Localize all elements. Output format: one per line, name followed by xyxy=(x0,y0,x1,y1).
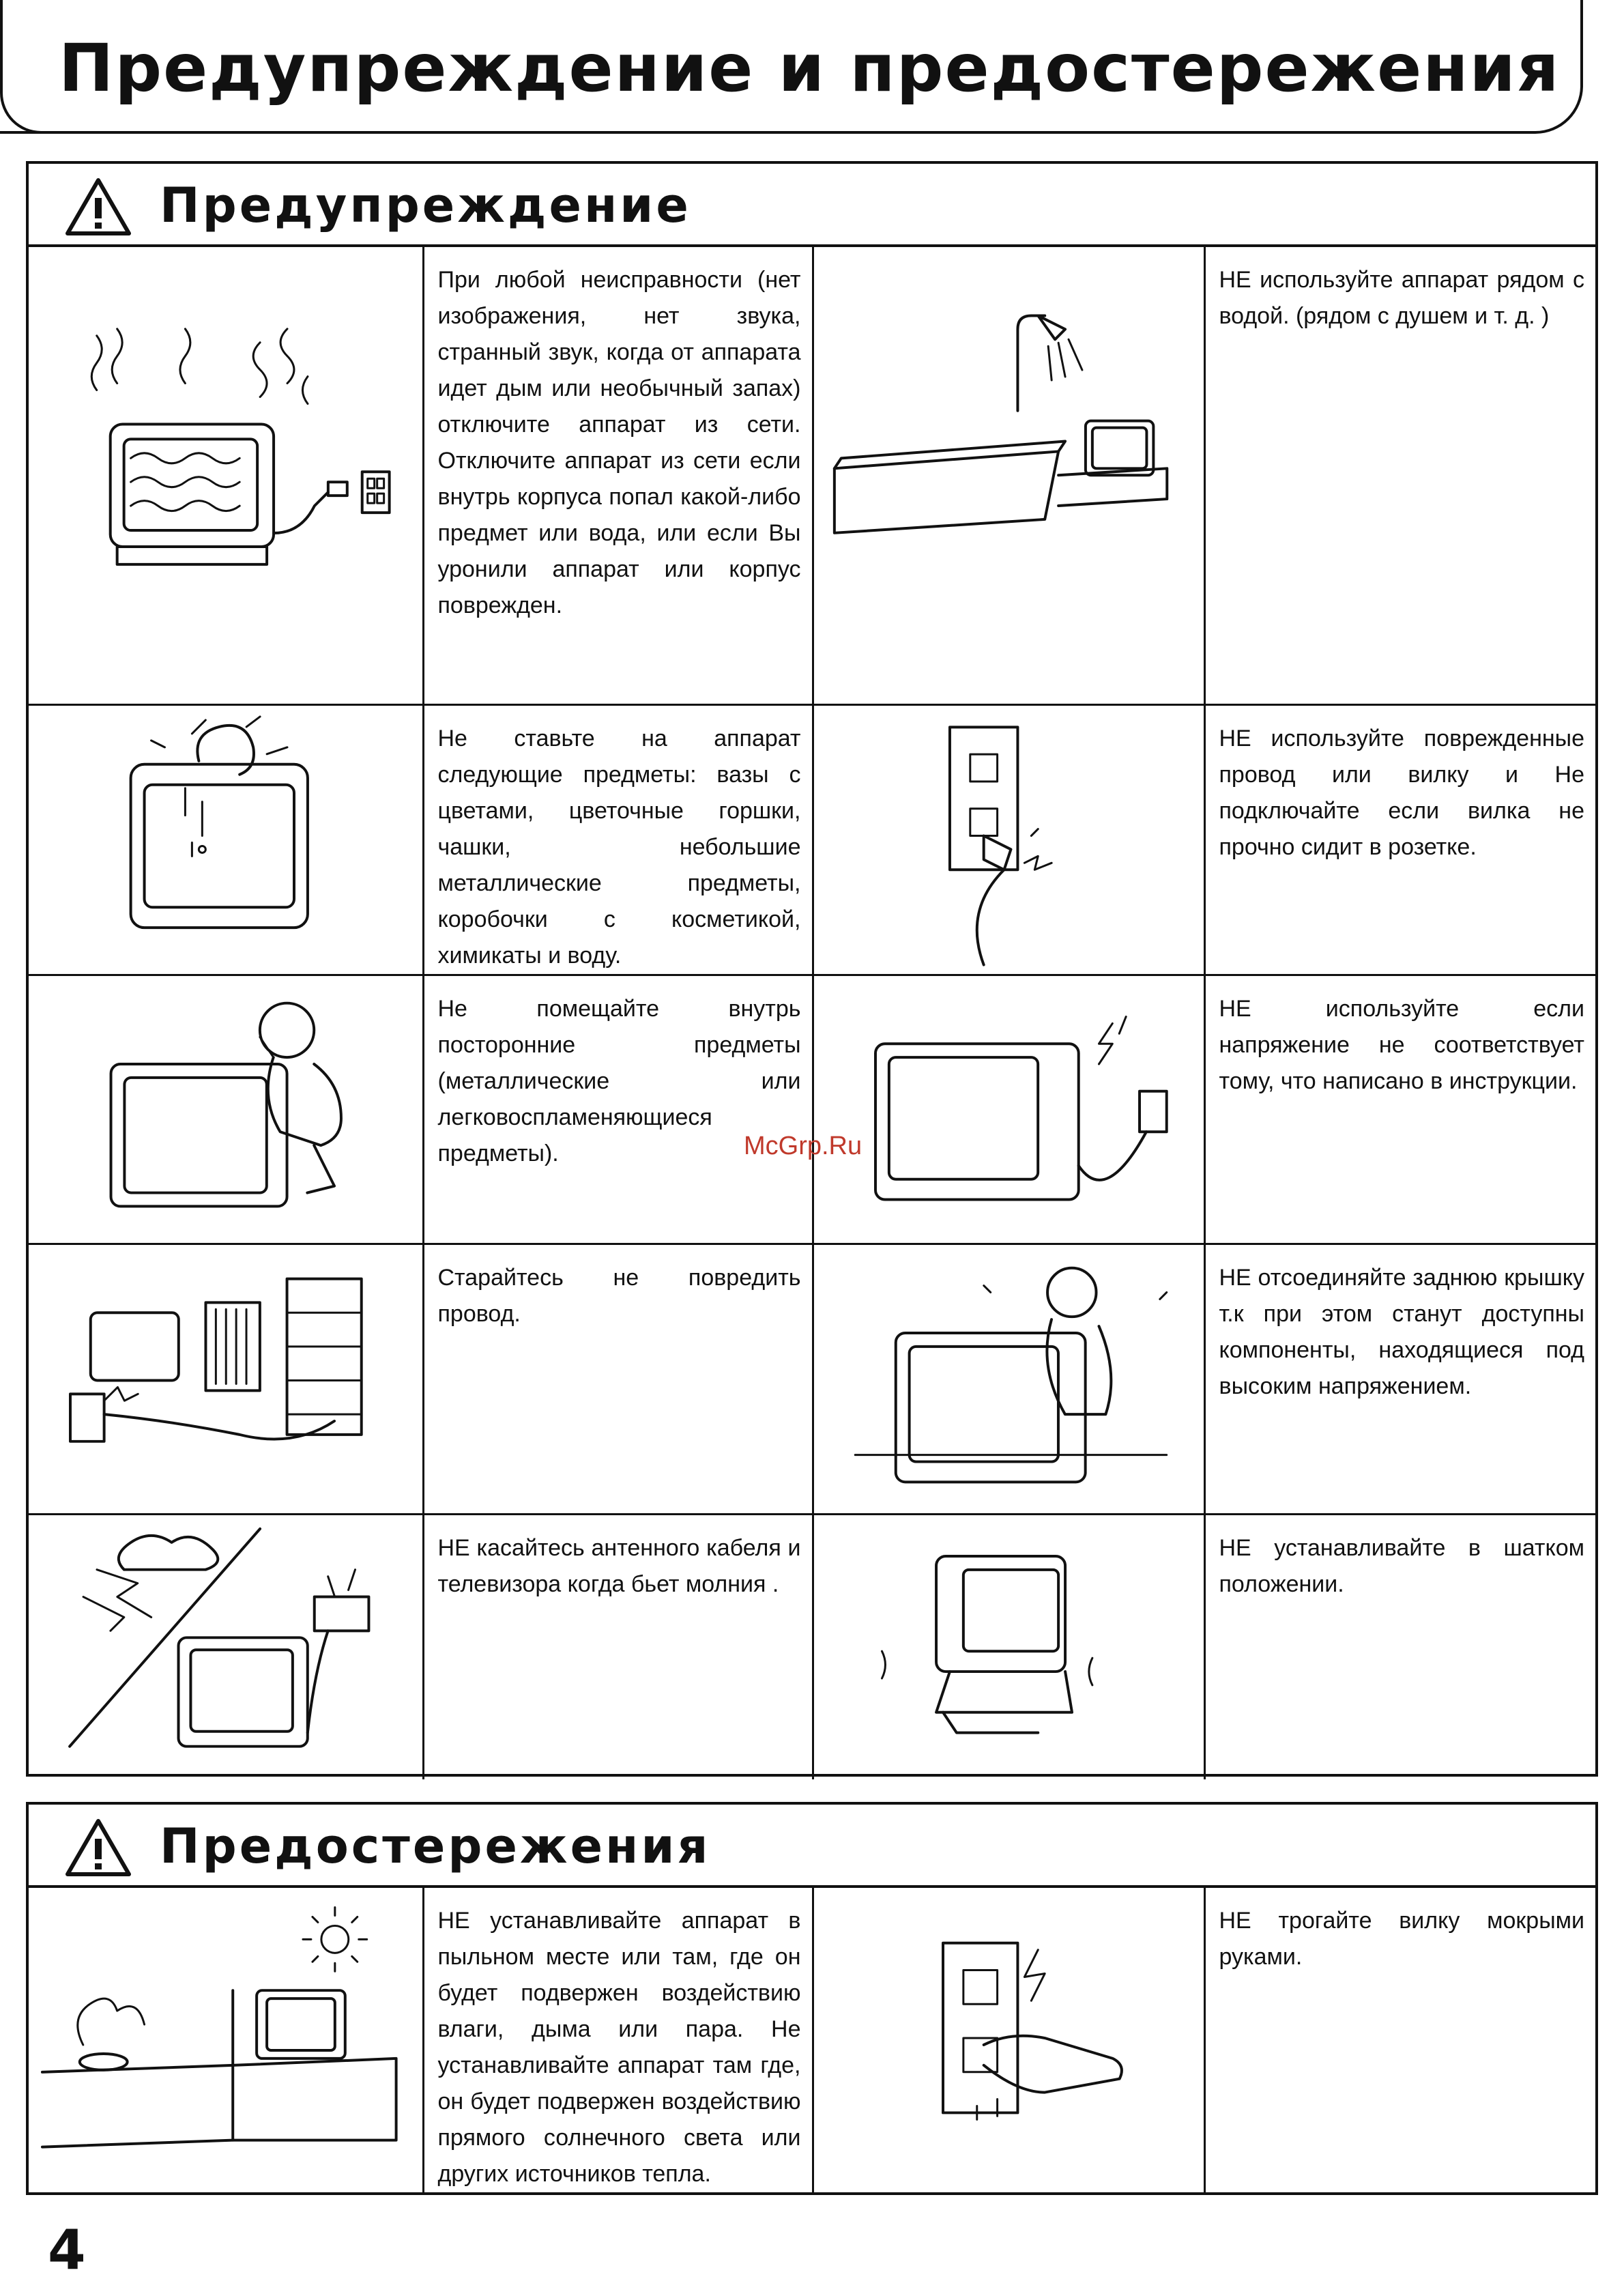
warning-item-text: Старайтесь не повредить провод. xyxy=(437,1264,801,1327)
warning-image-9 xyxy=(29,1512,424,1779)
back-cover-icon xyxy=(854,1266,1168,1483)
caution-grid: НЕ устанавливайте аппарат в пыльном мест… xyxy=(29,1888,1595,2192)
warning-text-5: Не помещайте внутрь посторонние предметы… xyxy=(422,973,814,1245)
voltage-tv-icon xyxy=(873,1015,1168,1201)
warning-text-9: НЕ касайтесь антенного кабеля и телевизо… xyxy=(422,1512,814,1779)
cord-damage-icon xyxy=(68,1277,363,1443)
child-tv-icon xyxy=(109,1001,343,1207)
caution-section: Предостережения НЕ устанавливайте аппара… xyxy=(26,1802,1598,2195)
warning-image-1 xyxy=(29,247,424,706)
warning-section: Предупреждение При любой неисправнос xyxy=(26,161,1598,1779)
warning-text-1: При любой неисправности (нет изображения… xyxy=(422,247,814,706)
bathtub-tv-icon xyxy=(832,314,1168,534)
smoking-tv-icon xyxy=(90,328,391,566)
warning-text-10: НЕ устанавливайте в шатком положении. xyxy=(1203,1512,1595,1779)
warning-title: Предупреждение xyxy=(160,177,691,233)
warning-item-text: НЕ отсоединяйте заднюю крышку т.к при эт… xyxy=(1219,1264,1585,1399)
warning-text-7: Старайтесь не повредить провод. xyxy=(422,1242,814,1515)
warning-item-text: НЕ используйте если напряжение не соотве… xyxy=(1219,995,1585,1094)
warning-image-4 xyxy=(811,703,1206,976)
caution-image-1 xyxy=(29,1888,424,2192)
header-frame xyxy=(0,0,41,134)
warning-item-text: Не ставьте на аппарат следующие предметы… xyxy=(437,725,801,969)
warning-grid: При любой неисправности (нет изображения… xyxy=(29,247,1595,1779)
caution-item-text: НЕ трогайте вилку мокрыми руками. xyxy=(1219,1908,1585,1970)
warning-item-text: При любой неисправности (нет изображения… xyxy=(437,267,801,618)
caution-triangle-icon xyxy=(66,1819,131,1876)
warning-image-7 xyxy=(29,1242,424,1515)
watermark: McGrp.Ru xyxy=(744,1132,862,1160)
page-header: Предупреждение и предостережения xyxy=(0,0,1583,134)
warning-item-text: Не помещайте внутрь посторонние предметы… xyxy=(437,995,801,1166)
warning-image-10 xyxy=(811,1512,1206,1779)
caution-image-2 xyxy=(811,1888,1206,2192)
warning-triangle-icon xyxy=(66,178,131,235)
warning-text-3: Не ставьте на аппарат следующие предметы… xyxy=(422,703,814,976)
page-title: Предупреждение и предостережения xyxy=(59,30,1561,106)
vase-on-tv-icon xyxy=(129,715,309,929)
wet-hand-plug-icon xyxy=(941,1941,1123,2121)
kitchen-tv-icon xyxy=(40,1906,398,2149)
lightning-tv-icon xyxy=(68,1527,371,1748)
caution-header: Предостережения xyxy=(29,1805,1595,1888)
caution-text-1: НЕ устанавливайте аппарат в пыльном мест… xyxy=(422,1888,814,2192)
warning-text-2: НЕ используйте аппарат рядом с водой. (р… xyxy=(1203,247,1595,706)
warning-image-6 xyxy=(811,973,1206,1245)
warning-image-5 xyxy=(29,973,424,1245)
warning-image-2 xyxy=(811,247,1206,706)
caution-item-text: НЕ устанавливайте аппарат в пыльном мест… xyxy=(437,1908,801,2187)
warning-item-text: НЕ устанавливайте в шатком положении. xyxy=(1219,1534,1585,1597)
warning-text-6: НЕ используйте если напряжение не соотве… xyxy=(1203,973,1595,1245)
damaged-plug-icon xyxy=(948,725,1053,966)
warning-image-8 xyxy=(811,1242,1206,1515)
warning-text-8: НЕ отсоединяйте заднюю крышку т.к при эт… xyxy=(1203,1242,1595,1515)
caution-text-2: НЕ трогайте вилку мокрыми руками. xyxy=(1203,1888,1595,2192)
warning-item-text: НЕ используйте аппарат рядом с водой. (р… xyxy=(1219,267,1585,329)
warning-header: Предупреждение xyxy=(29,164,1595,247)
page-number: 4 xyxy=(48,2218,86,2282)
warning-item-text: НЕ используйте поврежденные провод или в… xyxy=(1219,725,1585,860)
unstable-tv-icon xyxy=(880,1554,1093,1734)
warning-item-text: НЕ касайтесь антенного кабеля и телевизо… xyxy=(437,1534,801,1597)
warning-image-3 xyxy=(29,703,424,976)
caution-title: Предостережения xyxy=(160,1818,711,1874)
warning-text-4: НЕ используйте поврежденные провод или в… xyxy=(1203,703,1595,976)
